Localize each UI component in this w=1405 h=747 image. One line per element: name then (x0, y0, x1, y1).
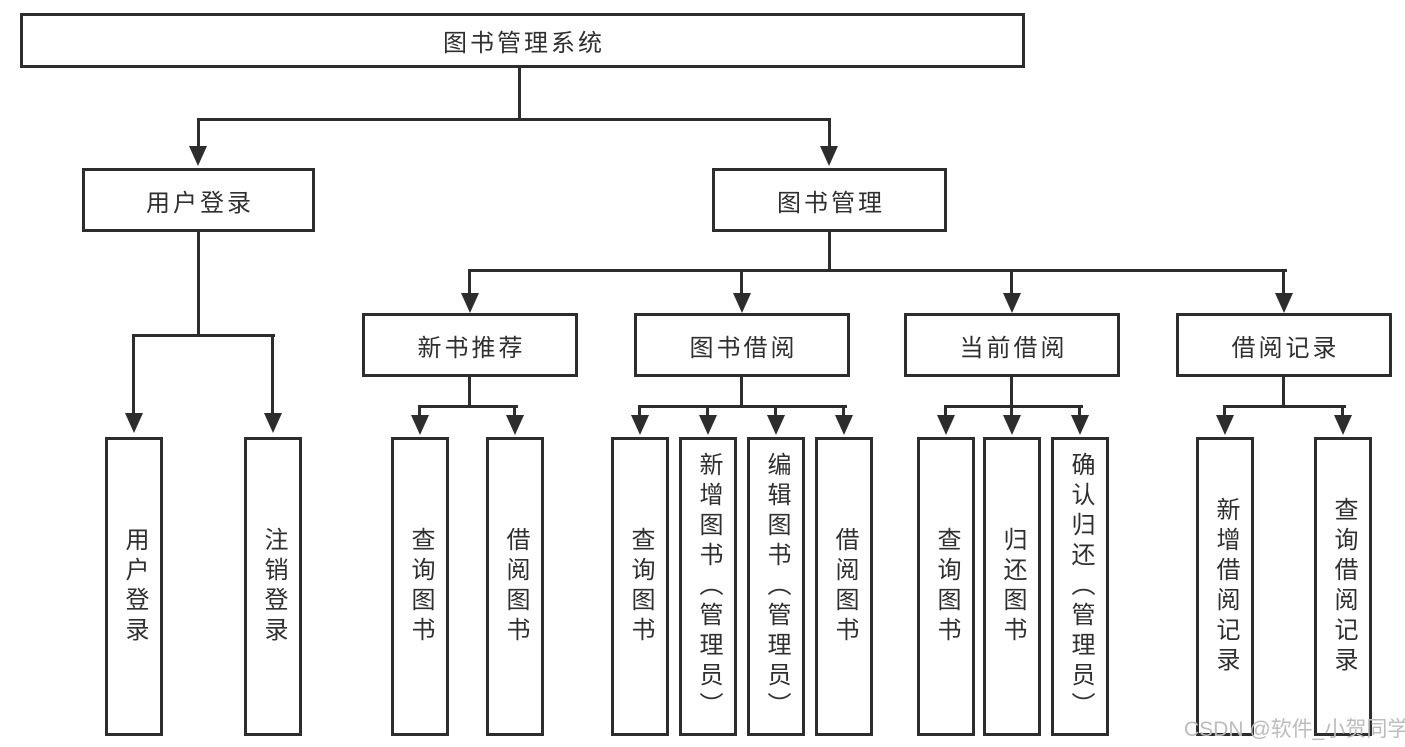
arrowhead-down-icon (1334, 415, 1352, 435)
node-book-management-label: 图书管理 (777, 189, 885, 217)
node-current-borrowing: 当前借阅 (904, 313, 1120, 377)
node-user-login-label: 用户登录 (146, 189, 254, 217)
leaf-add-borrow-record: 新增借阅记录 (1196, 437, 1254, 736)
node-new-book-recommend-label: 新书推荐 (417, 334, 526, 362)
connector-hline (197, 118, 831, 121)
arrowhead-down-icon (733, 293, 751, 313)
connector-vline (1282, 269, 1285, 295)
node-user-login: 用户登录 (82, 168, 315, 232)
arrowhead-down-icon (461, 293, 479, 313)
arrowhead-down-icon (820, 146, 838, 166)
leaf-confirm-return-admin: 确认归还（管理员） (1051, 437, 1109, 736)
arrowhead-down-icon (699, 415, 717, 435)
arrowhead-down-icon (189, 146, 207, 166)
leaf-query-books-current: 查询图书 (917, 437, 975, 736)
arrowhead-down-icon (1071, 415, 1089, 435)
leaf-query-borrow-record-label: 查询借阅记录 (1330, 496, 1357, 677)
connector-hline (418, 405, 518, 408)
arrowhead-down-icon (125, 413, 143, 433)
connector-vline (518, 68, 521, 120)
connector-hline (944, 405, 1083, 408)
leaf-return-books-label: 归还图书 (999, 526, 1026, 647)
node-library-system-label: 图书管理系统 (443, 30, 605, 57)
leaf-query-books-borrow: 查询图书 (611, 437, 669, 736)
connector-vline (468, 269, 471, 295)
leaf-borrow-books-recommend-label: 借阅图书 (502, 526, 529, 647)
leaf-query-books-borrow-label: 查询图书 (627, 526, 654, 647)
leaf-query-books-recommend: 查询图书 (391, 437, 449, 736)
leaf-query-borrow-record: 查询借阅记录 (1314, 437, 1372, 736)
connector-vline (1010, 405, 1013, 417)
leaf-user-login-label: 用户登录 (121, 526, 148, 647)
leaf-borrow-books-recommend: 借阅图书 (486, 437, 544, 736)
node-book-borrowing-label: 图书借阅 (689, 334, 798, 362)
arrowhead-down-icon (1003, 293, 1021, 313)
connector-vline (740, 377, 743, 408)
node-new-book-recommend: 新书推荐 (362, 313, 578, 377)
node-current-borrowing-label: 当前借阅 (959, 334, 1068, 362)
arrowhead-down-icon (506, 415, 524, 435)
connector-vline (1282, 377, 1285, 408)
connector-vline (740, 269, 743, 295)
leaf-add-borrow-record-label: 新增借阅记录 (1212, 496, 1239, 677)
connector-vline (706, 405, 709, 417)
connector-vline (1223, 405, 1226, 417)
leaf-confirm-return-admin-label: 确认归还（管理员） (1067, 451, 1094, 722)
node-borrow-records-label: 借阅记录 (1231, 334, 1340, 362)
connector-hline (638, 405, 847, 408)
node-borrow-records: 借阅记录 (1176, 313, 1392, 377)
leaf-logout-login: 注销登录 (244, 437, 302, 736)
connector-vline (197, 118, 200, 148)
arrowhead-down-icon (1003, 415, 1021, 435)
arrowhead-down-icon (937, 415, 955, 435)
node-book-management: 图书管理 (712, 168, 947, 232)
connector-vline (828, 118, 831, 148)
connector-vline (1010, 377, 1013, 408)
connector-vline (418, 405, 421, 417)
arrowhead-down-icon (835, 415, 853, 435)
leaf-user-login: 用户登录 (105, 437, 163, 736)
connector-vline (774, 405, 777, 417)
arrowhead-down-icon (631, 415, 649, 435)
leaf-query-books-current-label: 查询图书 (933, 526, 960, 647)
connector-hline (132, 334, 275, 337)
leaf-logout-login-label: 注销登录 (260, 526, 287, 647)
leaf-add-books-admin: 新增图书（管理员） (679, 437, 737, 736)
arrowhead-down-icon (264, 413, 282, 433)
arrowhead-down-icon (1216, 415, 1234, 435)
connector-vline (197, 232, 200, 336)
arrowhead-down-icon (411, 415, 429, 435)
node-book-borrowing: 图书借阅 (634, 313, 850, 377)
leaf-borrow-books-borrow-label: 借阅图书 (831, 526, 858, 647)
connector-vline (1010, 269, 1013, 295)
leaf-query-books-recommend-label: 查询图书 (407, 526, 434, 647)
connector-vline (828, 232, 831, 272)
leaf-borrow-books-borrow: 借阅图书 (815, 437, 873, 736)
connector-hline (1223, 405, 1346, 408)
csdn-watermark: CSDN @软件_小贺同学 (1184, 718, 1405, 741)
connector-vline (1341, 405, 1344, 417)
connector-vline (271, 334, 274, 414)
leaf-add-books-admin-label: 新增图书（管理员） (695, 451, 722, 722)
connector-vline (132, 334, 135, 414)
connector-vline (1078, 405, 1081, 417)
arrowhead-down-icon (767, 415, 785, 435)
connector-vline (944, 405, 947, 417)
leaf-return-books: 归还图书 (983, 437, 1041, 736)
leaf-edit-books-admin: 编辑图书（管理员） (747, 437, 805, 736)
connector-vline (638, 405, 641, 417)
connector-vline (842, 405, 845, 417)
connector-hline (468, 269, 1287, 272)
connector-vline (468, 377, 471, 408)
node-library-system: 图书管理系统 (20, 13, 1025, 68)
connector-vline (513, 405, 516, 417)
leaf-edit-books-admin-label: 编辑图书（管理员） (763, 451, 790, 722)
arrowhead-down-icon (1275, 293, 1293, 313)
